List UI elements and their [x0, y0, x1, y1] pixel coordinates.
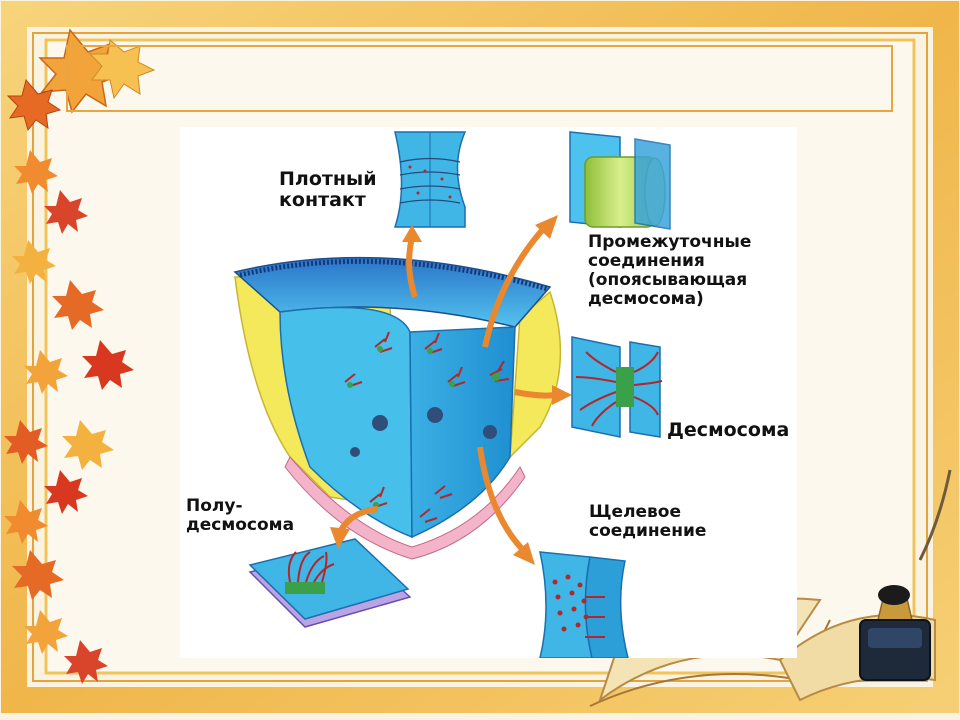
arrow-gap-junction: [477, 446, 528, 555]
arrow-tight-junction: [406, 236, 418, 298]
arrow-adherens: [482, 224, 548, 348]
label-adherens-junction: Промежуточные соединения (опоясывающая д…: [588, 232, 752, 309]
cytoplasm-right: [509, 290, 562, 459]
autumn-leaf-icon: [4, 28, 156, 684]
cell-junctions-figure: Плотный контакт Промежуточные соединения…: [180, 127, 797, 658]
adherens-junction-inset: [569, 131, 671, 230]
label-gap-junction: Щелевое соединение: [589, 502, 707, 541]
cell-face-left: [279, 306, 413, 539]
gap-junction-inset: [539, 551, 629, 658]
inkwell-icon: [859, 469, 952, 681]
label-desmosome: Десмосома: [667, 419, 790, 441]
tight-junction-inset: [393, 131, 467, 228]
arrow-desmosome: [514, 389, 556, 399]
cell-junctions-diagram: [233, 131, 671, 658]
label-tight-junction: Плотный контакт: [279, 168, 377, 211]
label-hemidesmosome: Полу- десмосома: [186, 496, 295, 535]
hemidesmosome-inset: [248, 538, 412, 628]
slide-title-box: [66, 45, 893, 112]
desmosome-inset: [571, 336, 663, 438]
basement-membrane: [284, 456, 526, 560]
